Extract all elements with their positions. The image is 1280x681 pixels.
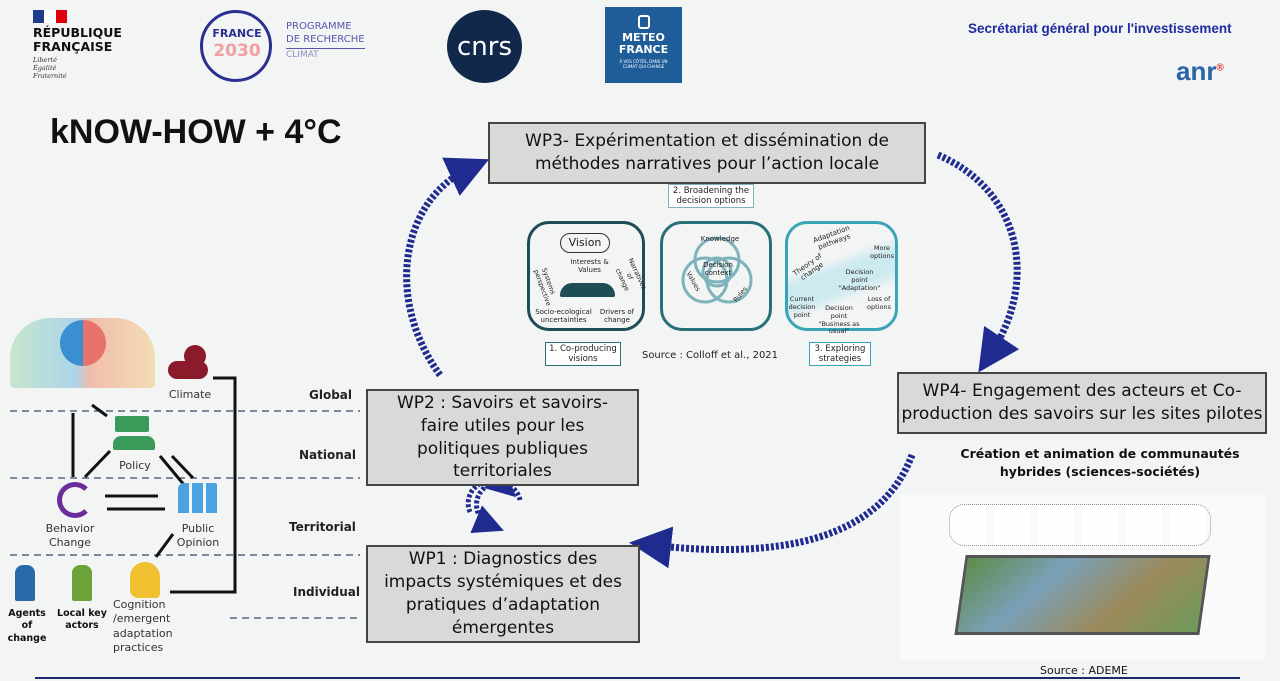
decision-context-circles bbox=[681, 236, 753, 304]
arrow-wp4-to-wp1 bbox=[629, 453, 916, 569]
page-title: kNOW-HOW + 4°C bbox=[50, 113, 342, 151]
cognition-icon bbox=[130, 562, 160, 598]
recycle-icon bbox=[57, 482, 93, 518]
policy-people-icon bbox=[113, 436, 155, 450]
meteo-icon bbox=[637, 15, 650, 29]
flag-icon bbox=[33, 10, 67, 23]
wp1-box: WP1 : Diagnostics des impacts systémique… bbox=[366, 545, 640, 643]
people-icon bbox=[560, 283, 615, 297]
ademe-source: Source : ADEME bbox=[1040, 664, 1128, 677]
map-table bbox=[954, 555, 1211, 635]
public-opinion-icon bbox=[178, 483, 220, 513]
agents-icon bbox=[15, 565, 35, 601]
republique-francaise-logo: RÉPUBLIQUE FRANÇAISE Liberté Égalité Fra… bbox=[33, 10, 133, 80]
wp2-box: WP2 : Savoirs et savoirs-faire utiles po… bbox=[366, 389, 639, 486]
meteo-france-logo: METEO FRANCE À VOS CÔTÉS, DANS UN CLIMAT… bbox=[605, 7, 682, 83]
panel-strategies bbox=[785, 221, 898, 331]
wp4-box: WP4- Engagement des acteurs et Co-produc… bbox=[897, 372, 1267, 434]
ademe-illustration bbox=[900, 495, 1265, 660]
globe-icon bbox=[60, 320, 106, 366]
policy-icon bbox=[115, 416, 149, 432]
sgpi-label: Secrétariat général pour l'investissemen… bbox=[968, 21, 1232, 36]
anr-logo: anr® bbox=[1176, 56, 1224, 86]
colloff-figure: Vision Interests & Values Systems perspe… bbox=[515, 183, 905, 370]
france2030-logo: FRANCE 2030 PROGRAMME DE RECHERCHE CLIMA… bbox=[200, 10, 370, 82]
arrow-wp2-to-wp3 bbox=[403, 157, 490, 378]
arrow-wp1-to-wp2 bbox=[470, 480, 523, 533]
climate-icon bbox=[168, 345, 212, 381]
panel-options bbox=[660, 221, 772, 331]
panel-visions bbox=[527, 221, 645, 331]
communities-heading: Création et animation de communautés hyb… bbox=[960, 446, 1240, 480]
arrow-wp3-to-wp4 bbox=[936, 151, 1021, 373]
wp3-box: WP3- Expérimentation et dissémination de… bbox=[488, 122, 926, 184]
colloff-source: Source : Colloff et al., 2021 bbox=[641, 350, 779, 361]
local-actors-icon bbox=[72, 565, 92, 601]
speech-bubbles bbox=[949, 504, 1211, 546]
cnrs-logo: cnrs bbox=[447, 10, 522, 83]
